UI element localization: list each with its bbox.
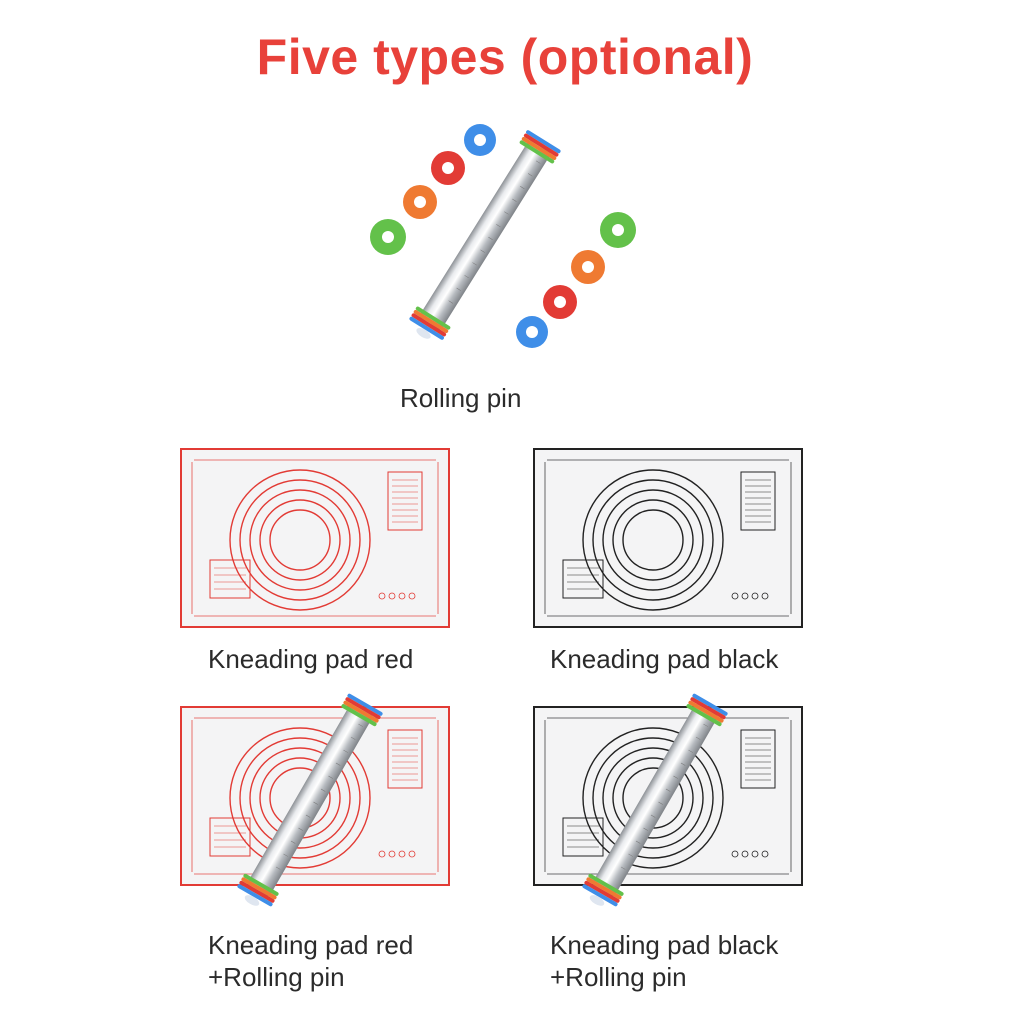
kneading-pad-red-icon	[180, 448, 450, 628]
rolling-pin-label: Rolling pin	[400, 383, 522, 413]
kneading-pad-black-label: Kneading pad black	[550, 644, 779, 674]
rolling-pin-icon	[360, 115, 650, 365]
kneading-pad-black-with-pin-label-line1: Kneading pad black	[550, 930, 779, 960]
kneading-pad-black-icon	[533, 448, 803, 628]
kneading-pad-red-with-pin-label-line1: Kneading pad red	[208, 930, 414, 960]
kneading-pad-red-with-pin-icon	[180, 680, 460, 930]
kneading-pad-red-with-pin-label-line2: +Rolling pin	[208, 962, 345, 992]
page-title: Five types (optional)	[256, 29, 754, 85]
kneading-pad-black-with-pin-icon	[533, 680, 813, 930]
kneading-pad-black-with-pin-label-line2: +Rolling pin	[550, 962, 687, 992]
kneading-pad-red-label: Kneading pad red	[208, 644, 414, 674]
